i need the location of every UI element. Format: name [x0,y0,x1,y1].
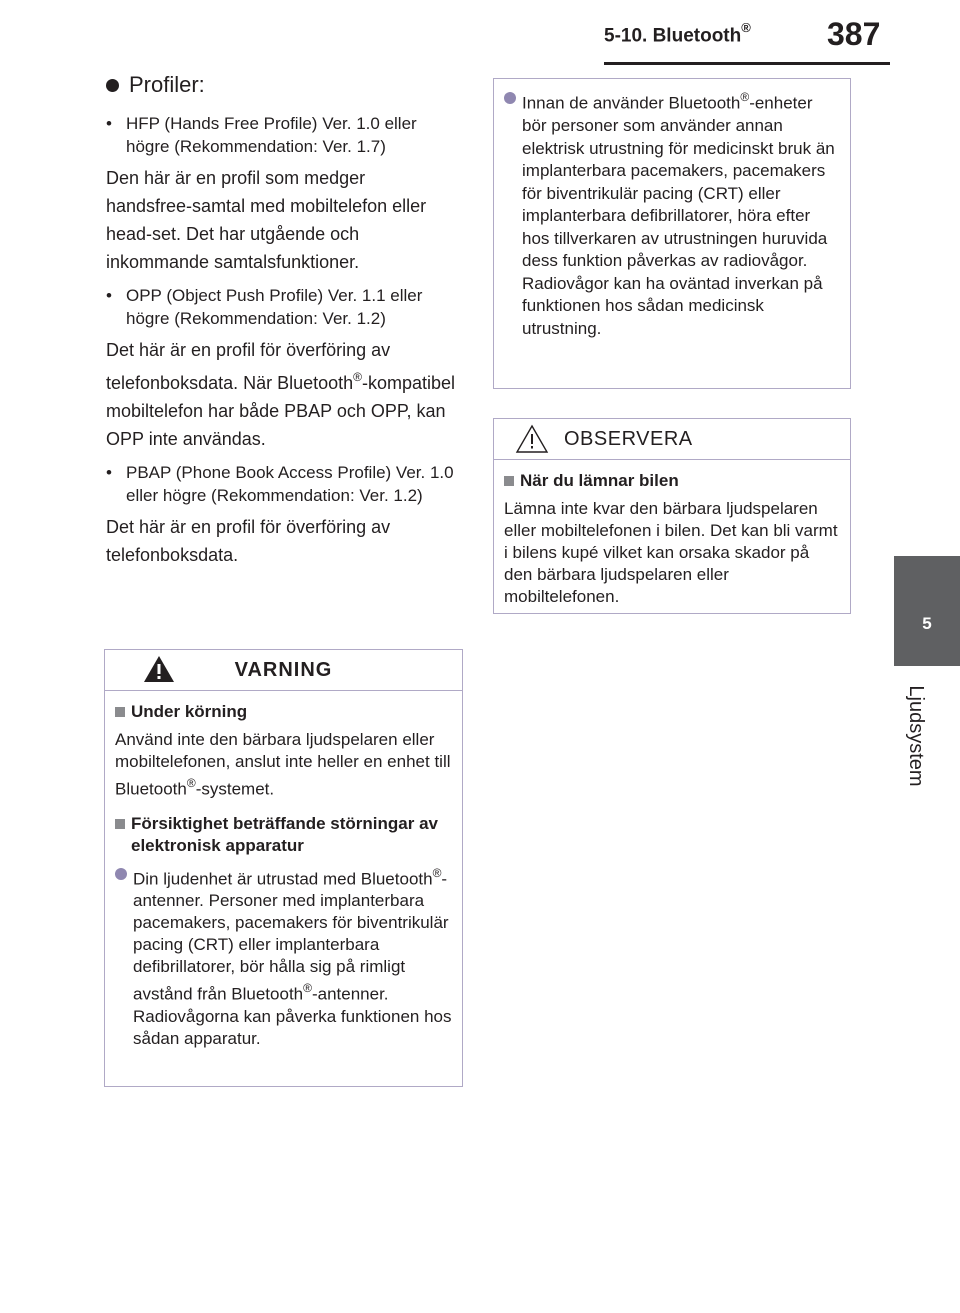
list-dot-icon: • [106,463,112,482]
opp-description: Det här är en profil för överföring av t… [106,336,456,453]
profiles-section: Profiler: • HFP (Hands Free Profile) Ver… [106,72,456,577]
warning-body: Under körning Använd inte den bärbara lj… [105,691,462,1050]
warning-subheading-interference: Försiktighet beträffande störningar av e… [115,813,452,857]
caution-icon [515,424,549,453]
bullet-icon [106,78,119,92]
list-item-opp: • OPP (Object Push Profile) Ver. 1.1 ell… [106,284,456,330]
pbap-description: Det här är en profil för överföring av t… [106,517,391,565]
circle-bullet-icon [504,92,516,104]
list-dot-icon: • [106,114,112,133]
header-rule [604,62,890,65]
profiles-heading-text: Profiler: [129,72,205,97]
circle-bullet-icon [115,867,127,880]
square-bullet-icon [115,707,125,717]
registered-mark: ® [353,370,363,384]
registered-mark: ® [186,776,196,790]
warning-h1-text: Under körning [131,702,248,721]
pbap-text: PBAP (Phone Book Access Profile) Ver. 1.… [126,463,454,505]
chapter-number: 5 [922,614,932,633]
profiles-heading: Profiler: [106,72,456,98]
notice-header: OBSERVERA [494,419,850,460]
section-title-text: 5-10. Bluetooth [604,25,742,47]
registered-mark: ® [303,981,312,996]
opp-desc-part1: Det här är en profil för överföring av t… [106,340,391,393]
notice-h1-text: När du lämnar bilen [520,471,679,490]
list-item-pbap: • PBAP (Phone Book Access Profile) Ver. … [106,461,456,507]
page-number: 387 [827,16,881,52]
warning-c1-part1: Din ljudenhet är utrustad med Bluetooth [133,869,433,889]
hfp-description: Den här är en profil som medger handsfre… [106,168,427,272]
section-title: 5-10. Bluetooth® [604,20,751,47]
info-body: Innan de använder Bluetooth®-enheter bör… [494,79,850,340]
list-item-hfp: • HFP (Hands Free Profile) Ver. 1.0 elle… [106,112,456,158]
hfp-text: HFP (Hands Free Profile) Ver. 1.0 eller … [126,114,417,156]
info-c1-part1: Innan de använder Bluetooth [522,93,741,113]
opp-text: OPP (Object Push Profile) Ver. 1.1 eller… [126,286,423,328]
warning-bullet-item: Din ljudenhet är utrustad med Bluetooth®… [115,863,452,1050]
warning-bullet-text: Din ljudenhet är utrustad med Bluetooth®… [133,863,452,1050]
square-bullet-icon [115,818,125,829]
notice-title: OBSERVERA [564,428,693,450]
warning-p1-part2: -systemet. [195,779,275,799]
warning-header: VARNING [105,650,462,691]
registered-mark: ® [432,865,442,880]
registered-mark: ® [741,20,751,35]
info-c1-part2: -enheter bör personer som använder annan… [522,93,835,338]
warning-paragraph-driving: Använd inte den bärbara ljudspelaren ell… [115,729,452,801]
chapter-title: Ljudsystem [905,685,927,787]
warning-title: VARNING [234,659,333,681]
notice-paragraph: Lämna inte kvar den bärbara ljudspelaren… [504,499,838,606]
list-dot-icon: • [106,286,112,305]
info-bullet-text: Innan de använder Bluetooth®-enheter bör… [522,87,840,340]
warning-box: VARNING Under körning Använd inte den bä… [104,649,463,1087]
warning-c1-part2: -antenner. Personer med implanterbara pa… [133,869,449,1004]
registered-mark: ® [740,90,750,104]
opp-desc-part2: -kompatibel mobiltelefon har både PBAP o… [106,373,456,449]
notice-box: OBSERVERA När du lämnar bilen Lämna inte… [493,418,851,614]
warning-subheading-driving: Under körning [115,701,452,723]
square-bullet-icon [504,476,514,486]
warning-h2-text: Försiktighet beträffande störningar av e… [131,813,438,855]
notice-subheading: När du lämnar bilen [504,470,840,492]
info-bullet-item: Innan de använder Bluetooth®-enheter bör… [504,87,840,340]
warning-icon [144,656,174,682]
chapter-tab [894,556,960,666]
notice-body: När du lämnar bilen Lämna inte kvar den … [494,460,850,608]
warning-p1-part1: Använd inte den bärbara ljudspelaren ell… [115,730,451,799]
info-box: Innan de använder Bluetooth®-enheter bör… [493,78,851,389]
warning-c1-part3: -antenner. Radiovågorna kan påverka funk… [133,984,452,1048]
